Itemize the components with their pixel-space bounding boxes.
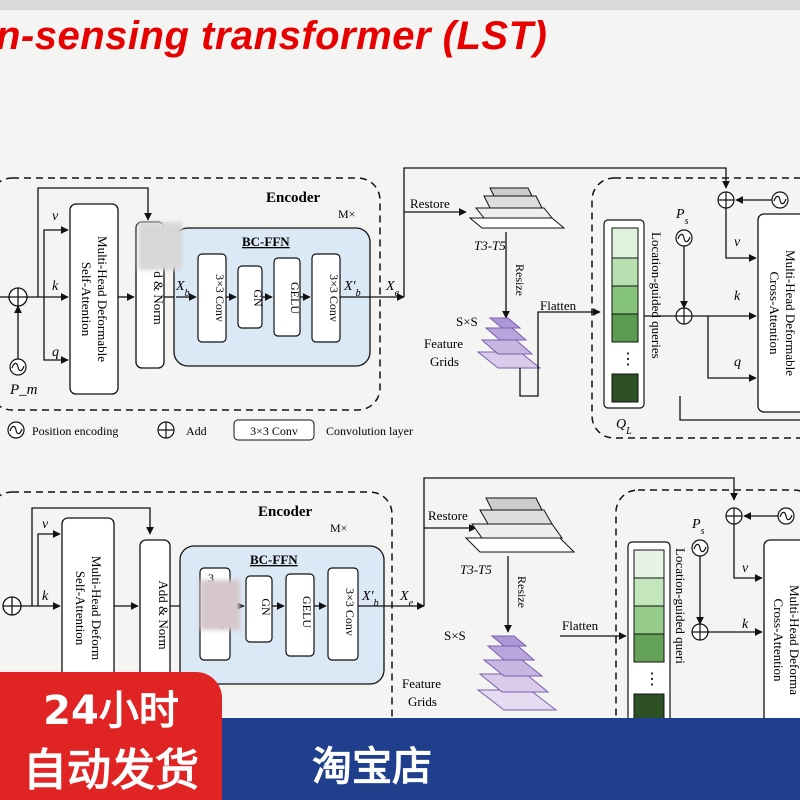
encoder-label: Encoder	[266, 190, 321, 206]
dots-icon: ⋮	[620, 351, 636, 368]
ql-label: QL	[616, 417, 632, 437]
add-icon	[2, 596, 22, 616]
conv-box-2	[311, 253, 341, 343]
top-edge-bar	[0, 0, 800, 10]
mhdsa2-line2: Self-Attention	[73, 571, 88, 646]
gelu-box-2	[285, 573, 315, 657]
gn-label-2: GN	[259, 598, 273, 616]
restore-label-2: Restore	[428, 508, 468, 523]
conv-label-4: 3×3 Conv	[343, 588, 357, 636]
restore-label: Restore	[410, 196, 450, 211]
mhdca2-line2: Cross-Attention	[771, 598, 786, 682]
resize-label: Resize	[513, 264, 527, 296]
m-times-label: M×	[338, 207, 355, 221]
legend-position-label: Position encoding	[32, 424, 118, 438]
legend-position-icon	[7, 421, 25, 439]
mhdca-box	[757, 213, 800, 413]
t3t5-label: T3-T5	[474, 238, 506, 253]
feature-grids	[476, 317, 542, 369]
legend-conv-box-label: 3×3 Conv	[250, 424, 298, 438]
gn-label: GN	[251, 289, 265, 307]
mhdsa-box	[69, 203, 119, 395]
mhdsa-line2: Self-Attention	[79, 262, 94, 337]
position-encoding-icon	[9, 358, 27, 376]
mhdca2-line1: Multi-Head Deforma	[787, 585, 800, 695]
encoder-box	[0, 177, 381, 411]
conv-box-4	[327, 567, 359, 661]
flatten-label-2: Flatten	[562, 618, 599, 633]
add-icon	[725, 507, 743, 525]
encoder-box-2	[0, 491, 393, 743]
ps-encoding-icon	[675, 229, 693, 247]
conv-box-1	[197, 253, 227, 343]
grids-label: Grids	[430, 354, 459, 369]
legend-add-label: Add	[186, 424, 207, 438]
encoder-label-2: Encoder	[258, 504, 313, 520]
blur-patch	[138, 222, 182, 270]
m-times-label-2: M×	[330, 521, 347, 535]
mhdsa2-line1: Multi-Head Deform	[89, 556, 104, 660]
v-label-2: v	[42, 517, 49, 532]
promo-line-1: 24小时	[43, 688, 179, 734]
flatten-label: Flatten	[540, 298, 577, 313]
grids-label-2: Grids	[408, 694, 437, 709]
q-label: q	[52, 345, 59, 360]
v-label: v	[52, 209, 59, 224]
promo-line-2: 自动发货	[23, 745, 199, 796]
add-icon	[691, 623, 709, 641]
feature-stack-2	[464, 497, 576, 553]
add-norm-label: d & Norm	[151, 271, 166, 324]
v-label-dec-2: v	[742, 561, 749, 576]
k-label-dec: k	[734, 289, 741, 304]
shop-label: 淘宝店	[312, 744, 432, 790]
blur-patch	[200, 580, 240, 630]
xe-label: Xe	[385, 279, 400, 299]
position-encoding-icon	[771, 191, 789, 209]
k-label-2: k	[42, 589, 49, 604]
q-label-dec: q	[734, 355, 741, 370]
shop-banner[interactable]: 淘宝店	[222, 718, 800, 800]
mhdca-line1: Multi-Head Deformable	[783, 250, 798, 376]
legend-conv-label: Convolution layer	[326, 424, 413, 438]
gelu-label: GELU	[288, 282, 302, 314]
lgq-label: Location-guided queries	[649, 232, 664, 359]
resize-label-2: Resize	[515, 576, 529, 608]
ps-label: Ps	[675, 207, 689, 227]
ps-encoding-icon-2	[691, 539, 709, 557]
gelu-label-2: GELU	[300, 596, 314, 628]
add-icon	[675, 307, 693, 325]
add-icon	[717, 191, 735, 209]
bc-ffn-label: BC-FFN	[242, 234, 290, 249]
legend-add-icon	[157, 421, 175, 439]
ps-label-2: Ps	[691, 517, 705, 537]
sxs-label-2: S×S	[444, 628, 466, 643]
mhdsa-line1: Multi-Head Deformable	[95, 236, 110, 362]
feature-label: Feature	[424, 336, 463, 351]
t3t5-label-2: T3-T5	[460, 562, 492, 577]
pm-label: P_m	[9, 382, 38, 398]
top-diagram: Encoder M× P_m v k q Multi-Head Deformab…	[0, 167, 800, 441]
k-label-dec-2: k	[742, 617, 749, 632]
sxs-label: S×S	[456, 314, 478, 329]
v-label-dec: v	[734, 235, 741, 250]
k-label: k	[52, 279, 59, 294]
add-norm-label-2: Add & Norm	[156, 580, 171, 649]
dots-icon: ⋮	[644, 671, 660, 688]
lgq-label-2: Location-guided queri	[673, 548, 688, 664]
promo-badge[interactable]: 24小时 自动发货	[0, 672, 222, 800]
bc-ffn-label-2: BC-FFN	[250, 552, 298, 567]
add-icon	[8, 287, 28, 307]
legend-conv-box	[233, 419, 315, 441]
conv-label-2: 3×3 Conv	[327, 274, 341, 322]
mhdca-line2: Cross-Attention	[767, 271, 782, 355]
conv-label-1: 3×3 Conv	[213, 274, 227, 322]
position-encoding-icon	[777, 507, 795, 525]
gn-box-2	[245, 575, 273, 643]
feature-grids-2	[476, 635, 558, 711]
feature-label-2: Feature	[402, 676, 441, 691]
conv-label-3a: 3	[208, 571, 214, 585]
feature-stack	[468, 187, 566, 229]
page-title: n-sensing transformer (LST)	[0, 14, 548, 58]
